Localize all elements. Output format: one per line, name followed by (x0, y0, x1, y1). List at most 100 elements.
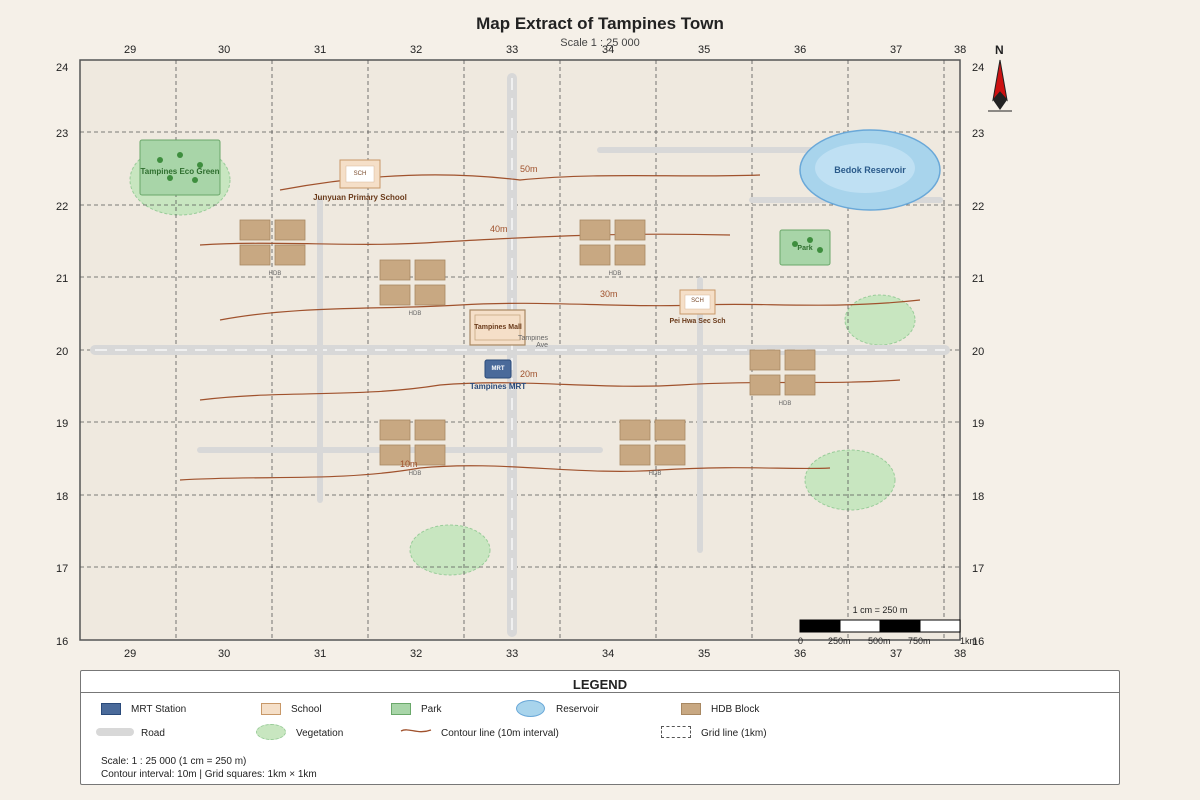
northing-label-left: 16 (56, 636, 69, 648)
scale-tick: 500m (868, 636, 891, 646)
hdb-swatch (681, 703, 701, 715)
north-arrow-icon (988, 59, 1012, 112)
northing-label-right: 19 (972, 418, 985, 430)
easting-label-top: 29 (124, 44, 137, 56)
junyuan-school-label: Junyuan Primary School (313, 193, 407, 202)
contour-label-50m: 50m (520, 164, 538, 174)
legend-school-label: School (291, 704, 322, 715)
vegetation-patch (804, 449, 896, 511)
hdb-blocks (239, 219, 816, 466)
easting-label-top: 34 (602, 44, 615, 56)
northing-label-right: 22 (972, 201, 985, 213)
easting-label-bottom: 30 (218, 648, 231, 660)
northing-label-left: 18 (56, 491, 69, 503)
junyuan-school-symbol (339, 159, 381, 189)
tampines-mall-label: Tampines Mall (474, 324, 522, 331)
northing-label-left: 21 (56, 273, 69, 285)
scale-bar-caption: 1 cm = 250 m (852, 605, 908, 615)
legend-park-label: Park (421, 704, 442, 715)
grid-swatch (661, 726, 691, 738)
legend-contour-note: Contour interval: 10m | Grid squares: 1k… (101, 769, 317, 780)
legend-hdb-label: HDB Block (711, 704, 760, 715)
legend-mrt-label: MRT Station (131, 704, 187, 715)
pei-hwa-school-label: Pei Hwa Sec Sch (669, 318, 726, 325)
easting-label-bottom: 32 (410, 648, 423, 660)
mrt-icon-label: MRT (491, 366, 505, 372)
north-label: N (995, 43, 1004, 57)
legend-grid-label: Grid line (1km) (701, 728, 767, 739)
northing-label-right: 18 (972, 491, 985, 503)
northing-label-left: 19 (56, 418, 69, 430)
hdb-label: HDB (408, 311, 422, 317)
easting-label-top: 33 (506, 44, 519, 56)
easting-label-top: 38 (954, 44, 967, 56)
pei-hwa-school-symbol (679, 289, 716, 315)
school-icon-label: SCH (353, 171, 367, 177)
hdb-label: HDB (408, 471, 422, 477)
vegetation-swatch (256, 724, 286, 740)
road-swatch (96, 728, 134, 736)
easting-label-bottom: 37 (890, 648, 903, 660)
small-park (779, 229, 831, 266)
bedok-reservoir-label: Bedok Reservoir (834, 165, 906, 175)
hdb-label: HDB (648, 471, 662, 477)
tampines-mall-symbol (469, 309, 526, 346)
vegetation-patch (409, 524, 491, 576)
school-swatch (261, 703, 281, 715)
legend-divider (81, 692, 1119, 693)
eco-green-label: Tampines Eco Green (140, 167, 220, 176)
legend-scale-note: Scale: 1 : 25 000 (1 cm = 250 m) (101, 756, 247, 767)
park-label: Park (797, 245, 813, 252)
easting-label-bottom: 35 (698, 648, 711, 660)
eco-green-park (139, 139, 221, 196)
easting-label-bottom: 34 (602, 648, 615, 660)
easting-label-bottom: 33 (506, 648, 519, 660)
easting-label-bottom: 29 (124, 648, 137, 660)
northing-label-right: 23 (972, 128, 985, 140)
contour-10m (179, 465, 831, 481)
northing-label-right: 16 (972, 636, 985, 648)
scale-tick: 250m (828, 636, 851, 646)
contour-30m (219, 299, 921, 321)
easting-label-top: 32 (410, 44, 423, 56)
northing-label-right: 24 (972, 62, 985, 74)
northing-label-left: 17 (56, 563, 69, 575)
contour-label-30m: 30m (600, 289, 618, 299)
contour-swatch (400, 729, 432, 733)
easting-label-top: 35 (698, 44, 711, 56)
tampines-mrt-label: Tampines MRT (469, 382, 527, 391)
school-icon-label: SCH (691, 298, 704, 304)
bedok-reservoir (799, 129, 941, 211)
legend-reservoir-label: Reservoir (556, 704, 599, 715)
hdb-label: HDB (778, 401, 792, 407)
northing-label-right: 17 (972, 563, 985, 575)
legend-title: LEGEND (572, 677, 628, 692)
mrt-station-symbol (484, 359, 512, 379)
easting-label-bottom: 31 (314, 648, 327, 660)
northing-label-right: 21 (972, 273, 985, 285)
scale-tick: 0 (798, 636, 804, 646)
easting-label-top: 36 (794, 44, 807, 56)
contour-label-20m: 20m (520, 369, 538, 379)
road-name-label: Tampines Ave (518, 335, 548, 349)
reservoir-swatch (516, 700, 545, 717)
easting-label-top: 37 (890, 44, 903, 56)
northing-label-left: 20 (56, 346, 69, 358)
scale-tick: 1km (960, 636, 978, 646)
northing-label-left: 22 (56, 201, 69, 213)
vegetation-patch (844, 294, 916, 346)
legend-vegetation-label: Vegetation (296, 728, 344, 739)
legend-box: LEGEND MRT Station School Park Reservoir… (80, 670, 1120, 785)
map-scale-subtitle: Scale 1 : 25 000 (560, 37, 640, 49)
map-title: Map Extract of Tampines Town (476, 14, 724, 33)
contour-label-10m: 10m (400, 459, 418, 469)
easting-label-top: 30 (218, 44, 231, 56)
scale-bar (799, 619, 961, 633)
easting-label-bottom: 38 (954, 648, 967, 660)
northing-label-left: 24 (56, 62, 69, 74)
easting-label-top: 31 (314, 44, 327, 56)
hdb-label: HDB (608, 271, 622, 277)
northing-label-right: 20 (972, 346, 985, 358)
mrt-swatch (101, 703, 121, 715)
